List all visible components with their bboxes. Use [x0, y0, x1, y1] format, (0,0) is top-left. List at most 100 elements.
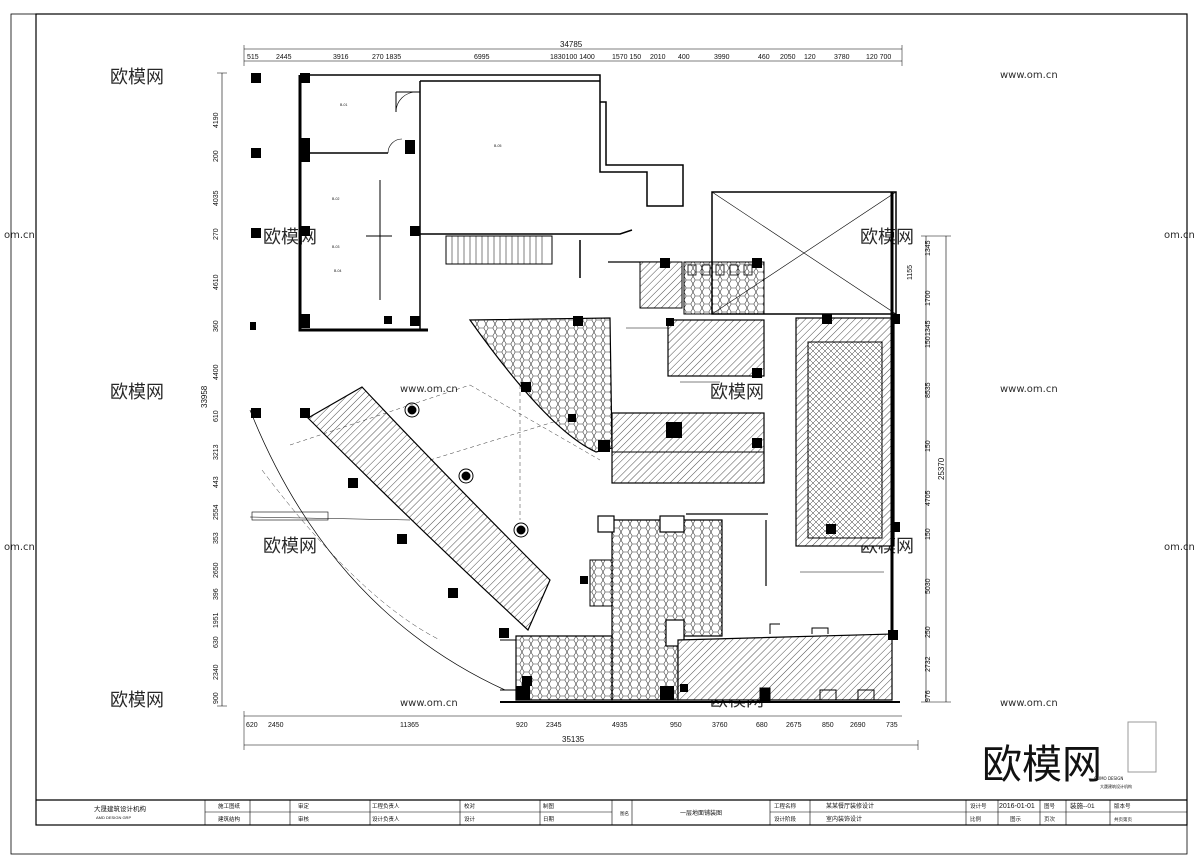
dim-bottom: 850: [822, 722, 834, 729]
svg-text:B-02: B-02: [332, 197, 339, 201]
sheet-number: 装施--01: [1070, 801, 1095, 810]
watermark-brand: 欧模网: [263, 536, 317, 557]
watermark-brand: 欧模网: [110, 67, 164, 88]
drawing-scale: 图示: [1010, 815, 1022, 823]
dim-right: 5030: [925, 578, 932, 594]
dim-right-total: 25370: [937, 457, 946, 480]
dim-bottom: 620: [246, 722, 258, 729]
dim-top: 270 1835: [372, 54, 401, 61]
svg-text:B-01: B-01: [340, 103, 347, 107]
dim-left: 2340: [213, 664, 220, 680]
label-cell: 版本号: [1114, 802, 1131, 810]
firm-name: 大晟建筑设计机构: [94, 804, 147, 813]
logo-subcaption: 大晟建筑设计机构: [1100, 783, 1132, 789]
dim-top: 6995: [474, 54, 490, 61]
floor-plan: B-01 B-02 B-03 B-04 B-05: [249, 73, 900, 703]
firm-name-en: AMD DESIGN GRP: [96, 815, 131, 820]
label-cell: 审核: [298, 815, 310, 823]
dim-top: 2445: [276, 54, 292, 61]
label-cell: 页次: [1044, 815, 1056, 823]
dim-top: 120: [804, 54, 816, 61]
inner-frame: [35, 13, 1188, 826]
watermark-url: om.cn: [1164, 230, 1195, 241]
dim-top: 120 700: [866, 54, 891, 61]
dim-bottom: 11365: [400, 722, 419, 729]
svg-text:B-05: B-05: [494, 144, 501, 148]
watermark-brand: 欧模网: [860, 227, 914, 248]
dimension-text: 34785 35135 33958 25370 515 2445 3916 27…: [200, 40, 946, 744]
label-cell: 制图: [543, 802, 555, 810]
dim-left: 200: [213, 150, 220, 162]
watermark-url: om.cn: [4, 542, 35, 553]
logo-brand-text: 欧模网: [982, 742, 1102, 788]
dim-bottom: 4935: [612, 722, 628, 729]
dim-top: 2010: [650, 54, 666, 61]
title-block: [36, 799, 1187, 825]
watermark-url: om.cn: [4, 230, 35, 241]
dim-bottom: 2690: [850, 722, 866, 729]
dim-right: 1155: [907, 265, 914, 280]
dim-top: 1570 150: [612, 54, 641, 61]
label-cell: 图名: [620, 810, 629, 817]
dim-right: 1345: [925, 320, 932, 336]
watermark-url: www.om.cn: [400, 698, 458, 709]
dim-left: 2554: [213, 504, 220, 520]
label-cell: 建筑结构: [218, 815, 241, 823]
dim-bottom: 920: [516, 722, 528, 729]
dim-bottom: 2675: [786, 722, 802, 729]
dim-left: 630: [213, 636, 220, 648]
dim-left: 4035: [213, 190, 220, 206]
dim-right: 150: [925, 528, 932, 540]
dim-right: 150: [925, 440, 932, 452]
label-cell: 审定: [298, 802, 310, 810]
label-cell: 工程名称: [774, 802, 797, 810]
label-cell: 比例: [970, 815, 982, 823]
dim-bottom: 2450: [268, 722, 284, 729]
label-cell: 设计: [464, 815, 476, 823]
dim-left: 3213: [213, 444, 220, 460]
dim-bottom: 950: [670, 722, 682, 729]
design-stage: 室内装饰设计: [826, 815, 862, 823]
dim-left-total: 33958: [200, 385, 209, 408]
dim-left: 443: [213, 476, 220, 488]
dim-bottom: 3760: [712, 722, 728, 729]
dim-top: 515: [247, 54, 259, 61]
label-cell: 设计阶段: [774, 815, 797, 823]
dim-right: 4705: [925, 490, 932, 506]
dim-left: 610: [213, 410, 220, 422]
dim-bottom: 680: [756, 722, 768, 729]
label-cell: 施工图纸: [218, 802, 241, 810]
logo: 欧模网 OUMO DESIGN 大晟建筑设计机构: [982, 721, 1157, 789]
label-cell: 设计号: [970, 802, 987, 810]
dimension-lines: [217, 45, 951, 750]
dim-bottom-total: 35135: [562, 735, 585, 744]
dim-top: 3916: [333, 54, 349, 61]
dim-right: 976: [925, 690, 932, 702]
watermark-brand: 欧模网: [110, 382, 164, 403]
dim-top: 3990: [714, 54, 730, 61]
watermark-brand: 欧模网: [710, 382, 764, 403]
drawing-name: 一层地面铺装图: [680, 809, 722, 817]
label-cell: 设计负责人: [372, 815, 400, 823]
project-name: 某某餐厅装修设计: [826, 802, 874, 810]
dim-left: 4610: [213, 274, 220, 290]
drawing-date: 2016-01-01: [999, 803, 1035, 810]
dim-bottom: 735: [886, 722, 898, 729]
dim-left: 4190: [213, 112, 220, 128]
watermark-url: www.om.cn: [400, 384, 458, 395]
label-cell: 图号: [1044, 802, 1056, 810]
dim-right: 1345: [925, 240, 932, 256]
watermark-brand: 欧模网: [110, 690, 164, 711]
label-cell: 日期: [543, 816, 555, 823]
watermark-url: www.om.cn: [1000, 70, 1058, 81]
dim-left: 270: [213, 228, 220, 240]
label-cell: 校对: [464, 802, 476, 810]
title-block-text: 大晟建筑设计机构 AMD DESIGN GRP 施工图纸 建筑结构 审定 审核 …: [94, 801, 1132, 823]
dim-left: 2650: [213, 562, 220, 578]
logo-emblem: [1127, 721, 1157, 773]
dim-top: 460: [758, 54, 770, 61]
dim-top: 1830100 1400: [550, 54, 595, 61]
label-cell: 工程负责人: [372, 802, 400, 810]
dim-right: 250: [925, 626, 932, 638]
